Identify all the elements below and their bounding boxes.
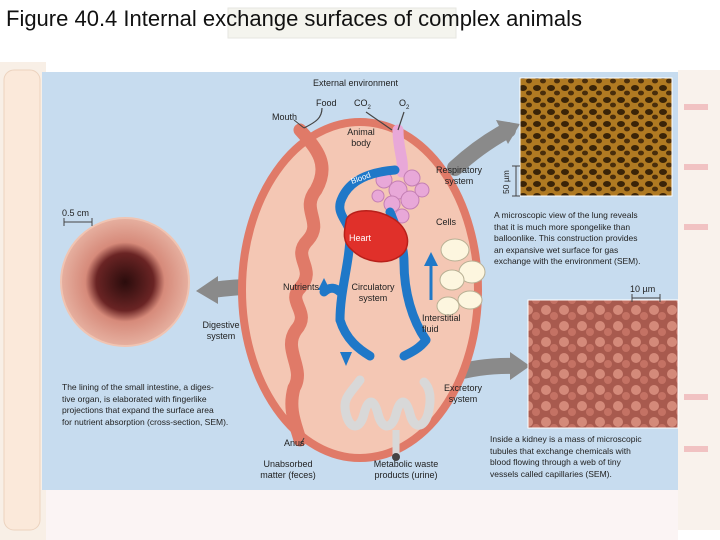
unabsorbed-label: Unabsorbed matter (feces) bbox=[250, 459, 326, 481]
figure-title: Figure 40.4 Internal exchange surfaces o… bbox=[6, 6, 582, 31]
o2-text: O bbox=[399, 98, 407, 108]
circulatory-line1: Circulatory bbox=[351, 282, 395, 292]
o2-subscript: 2 bbox=[406, 104, 410, 111]
faint-right-strip bbox=[678, 70, 720, 530]
anus-label: Anus bbox=[284, 438, 305, 448]
interstitial-fluid-label: Interstitial fluid bbox=[422, 313, 461, 335]
co2-text: CO bbox=[354, 98, 368, 108]
excretory-opening bbox=[392, 453, 400, 461]
anus-pointer bbox=[299, 437, 305, 447]
cells-label: Cells bbox=[436, 217, 457, 227]
kidney-scale-label: 10 µm bbox=[630, 284, 656, 294]
faint-top-box bbox=[227, 7, 457, 39]
respiratory-line2: system bbox=[444, 176, 474, 186]
interstitial-arrowhead bbox=[424, 252, 438, 266]
kidney-scale-bar bbox=[631, 294, 661, 302]
nutrients-label: Nutrients bbox=[283, 282, 320, 292]
mouth-pointer bbox=[293, 119, 305, 129]
excretory-line1: Excretory bbox=[443, 383, 482, 393]
o2-label: O2 bbox=[399, 98, 409, 114]
circulation-down-arrowhead bbox=[340, 352, 352, 366]
lung-scale-bar bbox=[512, 165, 520, 197]
co2-label: CO2 bbox=[354, 98, 371, 114]
unabsorbed-line1: Unabsorbed bbox=[263, 459, 313, 469]
lung-micrograph bbox=[519, 77, 673, 197]
excretory-line2: system bbox=[448, 394, 478, 404]
animal-body-line2: body bbox=[351, 138, 371, 148]
interstitial-line2: fluid bbox=[422, 324, 439, 334]
intestine-scale-bar bbox=[63, 218, 93, 226]
food-arrow bbox=[303, 107, 323, 129]
faint-bottom-strip bbox=[46, 490, 678, 540]
respiratory-line1: Respiratory bbox=[435, 165, 482, 175]
heart bbox=[343, 210, 409, 263]
digestive-line1: Digestive bbox=[202, 320, 240, 330]
metabolic-waste-label: Metabolic waste products (urine) bbox=[364, 459, 448, 481]
nutrients-arrowhead bbox=[318, 278, 330, 290]
mouth-label: Mouth bbox=[272, 112, 298, 122]
lung-scale-label: 50 µm bbox=[501, 170, 511, 194]
circulatory-system-label: Circulatory system bbox=[340, 282, 406, 304]
faint-left-strip bbox=[3, 69, 41, 531]
circulatory-line2: system bbox=[358, 293, 388, 303]
digestive-system-label: Digestive system bbox=[190, 320, 252, 342]
excretory-tubule bbox=[340, 375, 435, 431]
lung-caption: A microscopic view of the lung reveals t… bbox=[494, 210, 641, 266]
animal-body-label: Animal body bbox=[338, 127, 384, 149]
lung-connector-arrow bbox=[447, 122, 516, 176]
cells-cluster bbox=[436, 238, 486, 316]
lung-arrowhead bbox=[496, 120, 520, 144]
kidney-arrowhead bbox=[510, 352, 530, 380]
digestive-line2: system bbox=[206, 331, 236, 341]
excretory-system-label: Excretory system bbox=[432, 383, 494, 405]
faint-right-arrow-4 bbox=[684, 394, 708, 400]
digestive-tract bbox=[284, 123, 329, 447]
kidney-micrograph bbox=[527, 299, 679, 429]
co2-arrow bbox=[365, 111, 393, 131]
metabolic-line1: Metabolic waste bbox=[373, 459, 439, 469]
food-label: Food bbox=[316, 98, 337, 108]
heart-label: Heart bbox=[349, 233, 372, 243]
co2-subscript: 2 bbox=[367, 104, 371, 111]
intestine-caption: The lining of the small intestine, a dig… bbox=[62, 382, 229, 427]
interstitial-line1: Interstitial bbox=[422, 313, 461, 323]
intestine-arrowhead bbox=[196, 276, 218, 304]
intestine-micrograph bbox=[60, 217, 190, 347]
faint-right-arrow-2 bbox=[684, 164, 708, 170]
metabolic-line2: products (urine) bbox=[374, 470, 438, 480]
unabsorbed-line2: matter (feces) bbox=[260, 470, 316, 480]
intestine-scale-label: 0.5 cm bbox=[62, 208, 90, 218]
respiratory-duct bbox=[392, 124, 408, 178]
animal-body-line1: Animal bbox=[347, 127, 375, 137]
external-environment-label: External environment bbox=[313, 78, 399, 88]
respiratory-system-label: Respiratory system bbox=[428, 165, 490, 187]
o2-arrow bbox=[397, 111, 405, 131]
faint-right-arrow-3 bbox=[684, 224, 708, 230]
faint-right-arrow-5 bbox=[684, 446, 708, 452]
faint-right-arrow-1 bbox=[684, 104, 708, 110]
kidney-caption: Inside a kidney is a mass of microscopic… bbox=[490, 434, 642, 479]
